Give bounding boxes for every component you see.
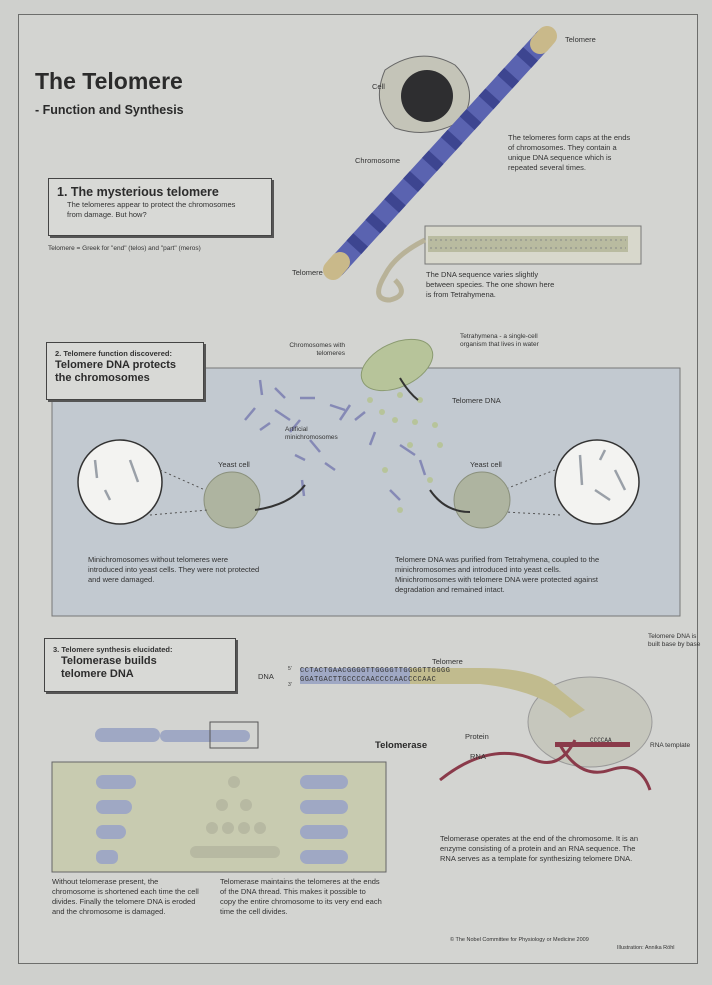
label-telomere-bottom: Telomere [292, 268, 323, 277]
telomere-cap-bottom [323, 252, 350, 280]
label-rna: RNA [470, 752, 486, 761]
dna-sequence-box [376, 225, 642, 303]
label-cell: Cell [372, 82, 385, 91]
telomere-cap-top [530, 26, 557, 54]
label-yeast-right: Yeast cell [470, 460, 502, 469]
label-built-base-by-base: Telomere DNA is built base by base [648, 633, 701, 648]
section-2-right-text: Telomere DNA was purified from Tetrahyme… [395, 555, 600, 594]
label-telomerase: Telomerase [375, 740, 428, 751]
section-3-right-text: Telomerase operates at the end of the ch… [440, 834, 639, 863]
telomere-dna-fragments [367, 392, 443, 513]
dividing-cells [190, 776, 280, 858]
credits-line-2: Illustration: Annika Röhl [617, 945, 675, 951]
small-chromosome [95, 721, 259, 749]
label-protein: Protein [465, 732, 489, 741]
strand-5: 5' [288, 666, 292, 672]
tetrahymena-icon [360, 338, 434, 392]
minichromosomes [244, 379, 427, 501]
subtitle: - Function and Synthesis [35, 103, 184, 117]
chromosome-illustration [323, 26, 557, 280]
section-1-box: 1. The mysterious telomere The telomeres… [48, 178, 272, 236]
sequence-bottom: GGATGACTTGCCCCAACCCCAACCCCAAC [300, 676, 437, 684]
label-dna: DNA [258, 672, 274, 681]
shortening-chromosomes [96, 775, 348, 864]
sequence-top: CCTACTGAACGGGGTTGGGGTTGGGGTTGGGG [300, 667, 451, 675]
section-2-left-text: Minichromosomes without telomeres were i… [88, 555, 260, 584]
label-tetrahymena: Tetrahymena - a single-cell organism tha… [460, 333, 539, 348]
credits-line-1: © The Nobel Committee for Physiology or … [450, 937, 589, 943]
section-3-middle-text: Telomerase maintains the telomeres at th… [220, 877, 382, 916]
rna-template-sequence: CCCCAA [590, 737, 612, 744]
caps-text: The telomeres form caps at the ends of c… [508, 133, 631, 172]
label-yeast-left: Yeast cell [218, 460, 250, 469]
yeast-cell-left [203, 471, 261, 529]
label-telomere-dna: Telomere DNA [452, 396, 501, 405]
section-3-left-text: Without telomerase present, the chromoso… [52, 877, 199, 916]
section-3-box: 3. Telomere synthesis elucidated: Telome… [44, 638, 236, 692]
section-3-heading: Telomerase builds telomere DNA [61, 655, 157, 680]
label-chromosome: Chromosome [355, 156, 401, 165]
label-artificial-minichromosomes: Artificial minichromosomes [285, 426, 338, 441]
zoom-circle-right [554, 439, 640, 525]
title: The Telomere [35, 68, 183, 94]
label-telomere-top: Telomere [565, 35, 596, 44]
section-2-heading: Telomere DNA protects the chromosomes [55, 359, 177, 384]
arrows [254, 377, 471, 513]
telomerase-illustration [300, 668, 653, 791]
etymology: Telomere = Greek for "end" (telos) and "… [48, 245, 201, 252]
label-rna-template: RNA template [650, 742, 691, 749]
yeast-cell-right [453, 471, 511, 529]
label-chromosomes-with-telomeres: Chromosomes with telomeres [289, 342, 345, 357]
section-1-heading: 1. The mysterious telomere [57, 185, 219, 199]
section-3-kicker: 3. Telomere synthesis elucidated: [53, 645, 173, 654]
section-2-box: 2. Telomere function discovered: Telomer… [46, 342, 204, 400]
section-2-kicker: 2. Telomere function discovered: [55, 349, 172, 358]
sequence-text: The DNA sequence varies slightly between… [426, 270, 555, 299]
cell-illustration [378, 55, 471, 133]
section-1-body: The telomeres appear to protect the chro… [67, 200, 236, 219]
zoom-circle-left [77, 439, 163, 525]
strand-3: 3' [288, 682, 292, 688]
label-telomere: Telomere [432, 657, 463, 666]
